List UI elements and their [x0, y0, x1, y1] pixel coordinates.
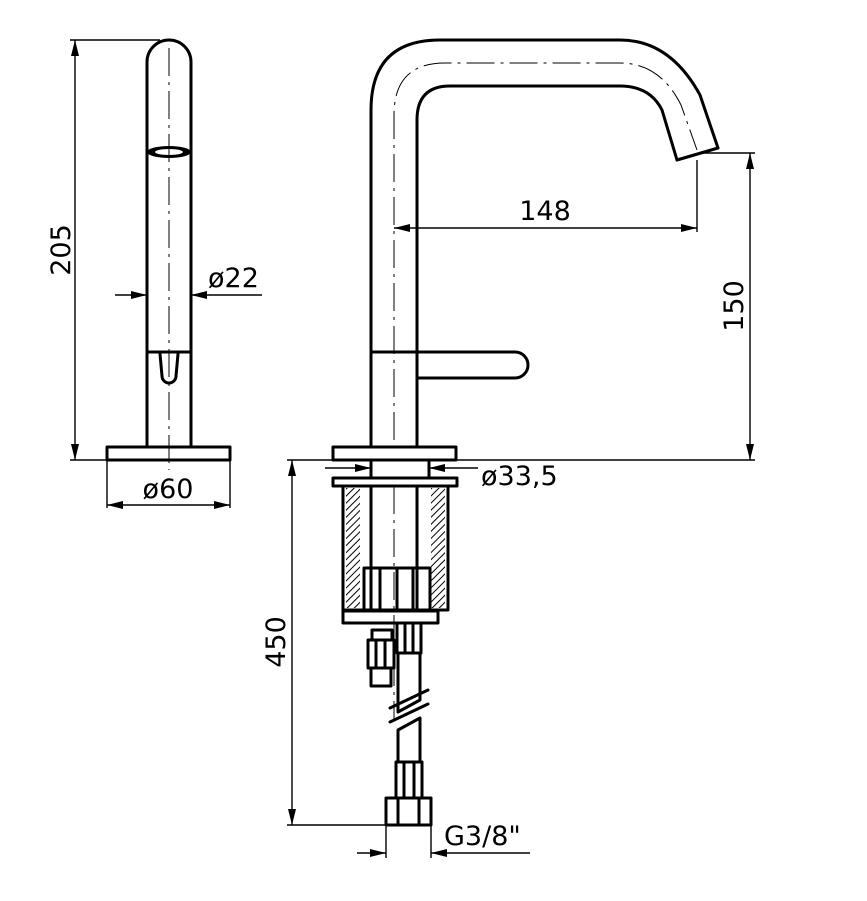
dim-pipe-diameter: ø22 [208, 263, 259, 294]
spout-outer [369, 38, 720, 449]
side-view: 205 ø22 ø60 [46, 38, 262, 509]
dim-base-diameter: ø60 [143, 474, 194, 505]
braided-hose-upper [396, 651, 422, 714]
front-view: 148 150 ø33,5 [261, 38, 755, 858]
dim-spout-height: 150 [719, 280, 750, 332]
dim-hose-length: 450 [261, 616, 292, 668]
dim-spout-reach: 148 [519, 196, 571, 227]
hose-nut [384, 796, 433, 827]
dim-height-total: 205 [46, 224, 77, 276]
front-lever [415, 350, 530, 380]
fixing-plate [341, 609, 440, 625]
dim-connection-thread: G3/8" [444, 821, 521, 852]
dim-shank-diameter: ø33,5 [481, 461, 558, 492]
front-base [331, 445, 458, 462]
spout-inner [415, 84, 679, 449]
braided-hose-lower [396, 716, 422, 764]
side-column [145, 38, 193, 449]
